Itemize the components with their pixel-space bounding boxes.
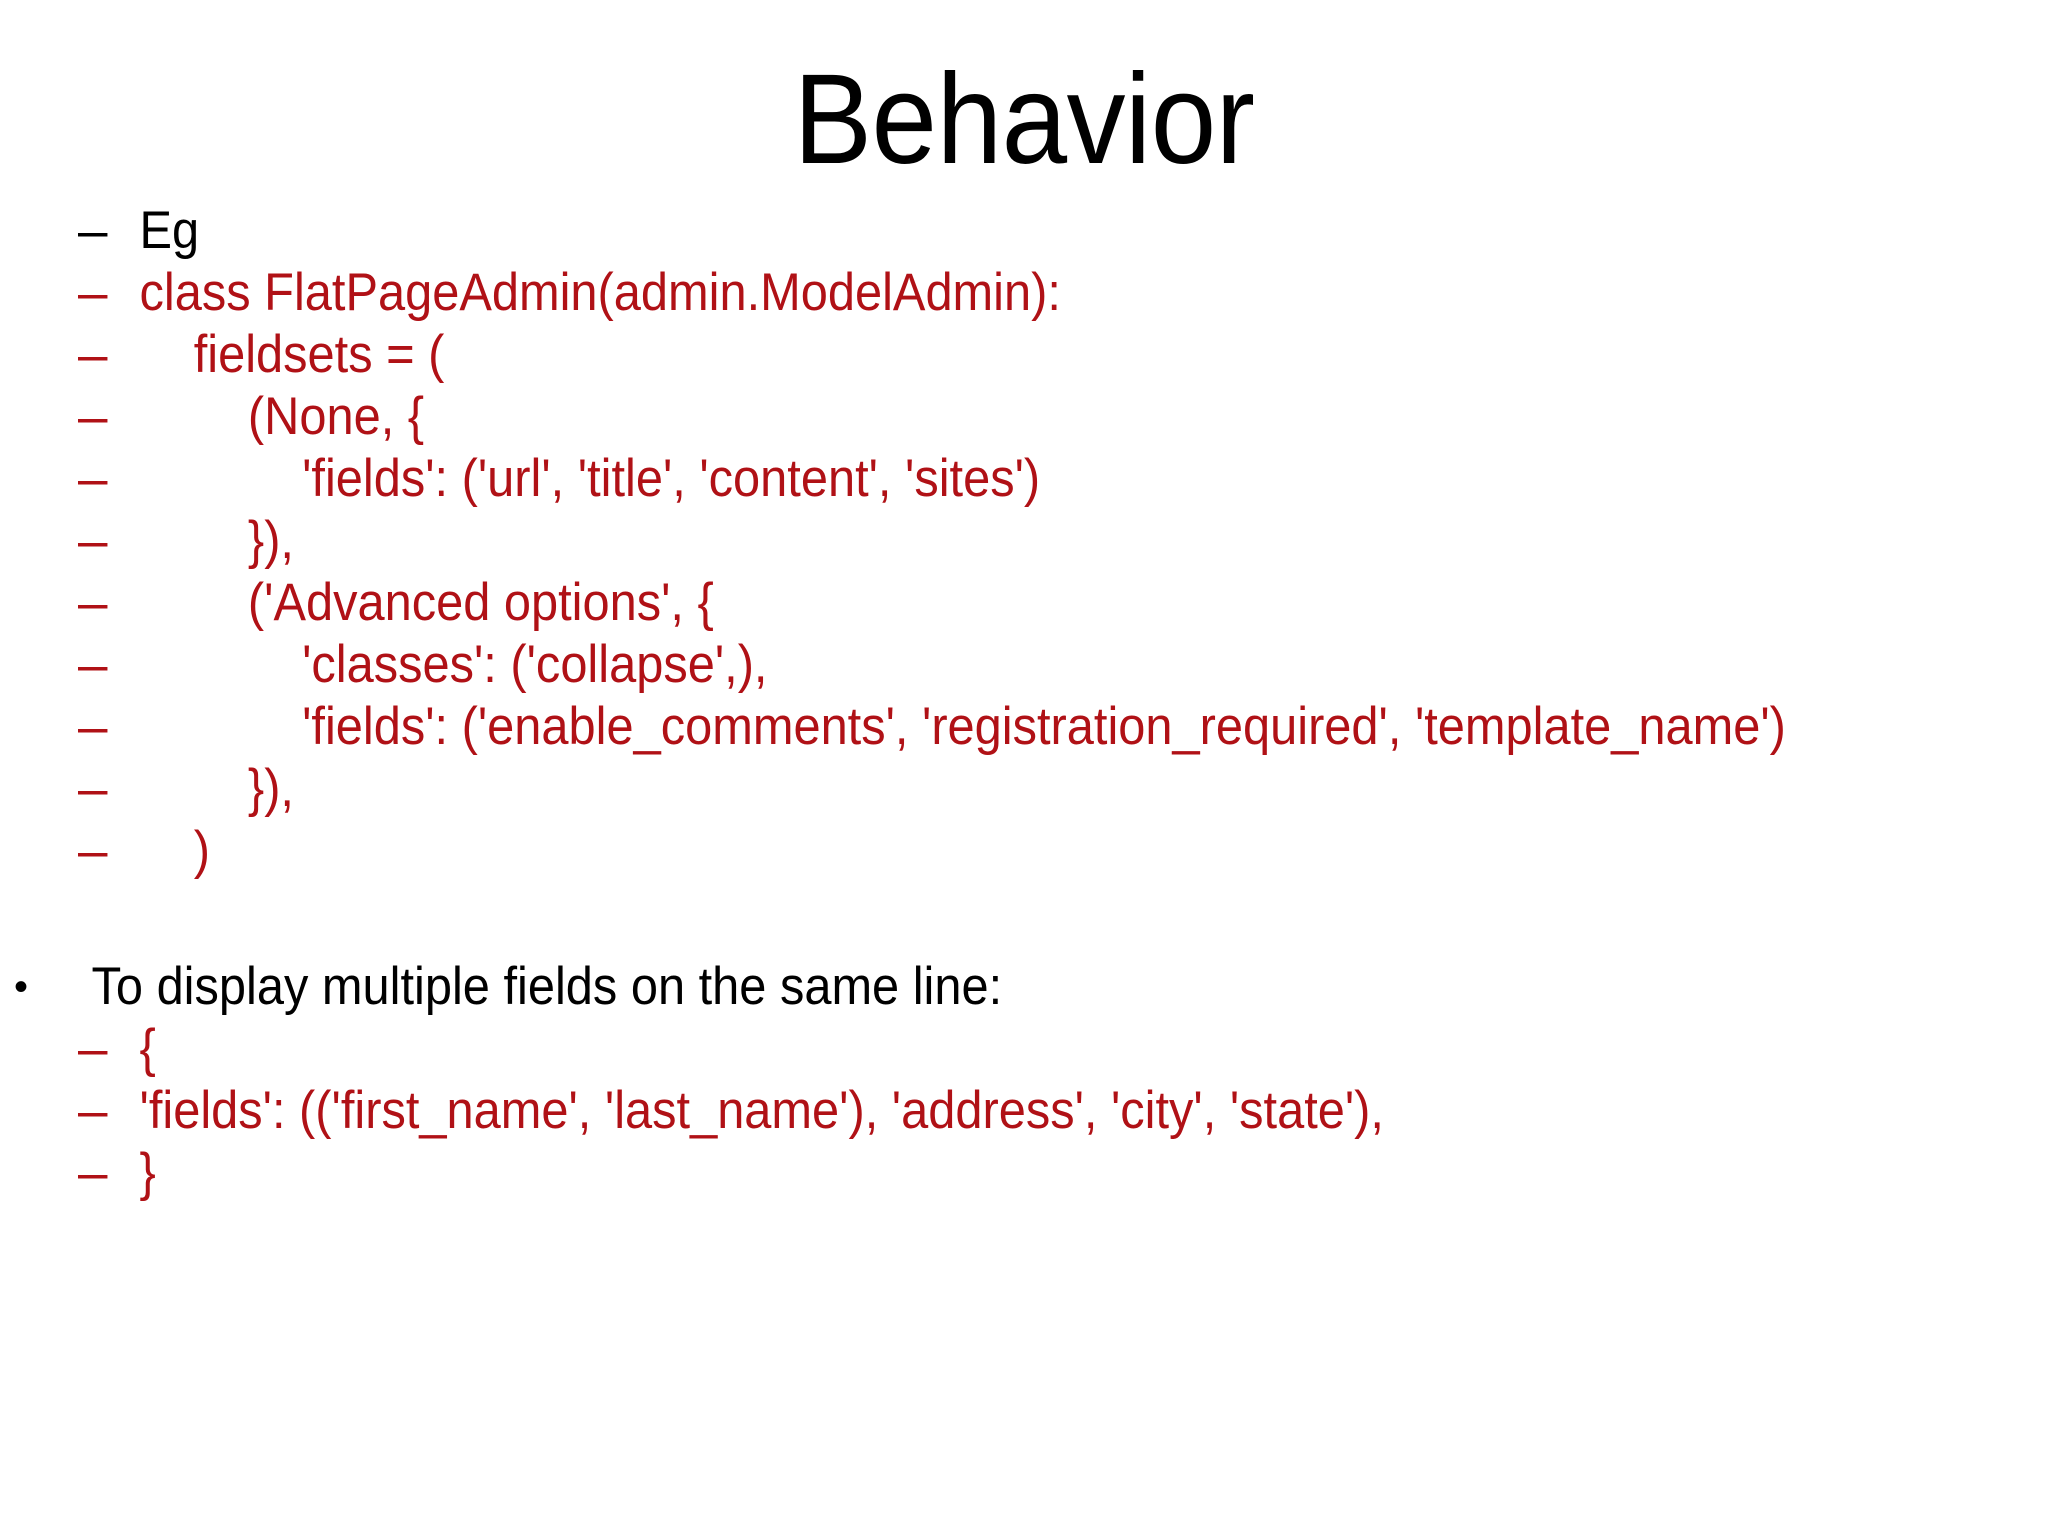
- list-item: – 'fields': (('first_name', 'last_name')…: [78, 1080, 1978, 1142]
- list-item: – }: [78, 1142, 1978, 1204]
- code-line: 'fields': ('enable_comments', 'registrat…: [139, 697, 1786, 756]
- code-line: 'fields': (('first_name', 'last_name'), …: [139, 1081, 1384, 1140]
- dash-marker-icon: –: [78, 449, 108, 508]
- list-item: – 'fields': ('enable_comments', 'registr…: [78, 696, 1978, 758]
- dash-marker-icon: –: [78, 635, 108, 694]
- eg-code-block: – Eg – class FlatPageAdmin(admin.ModelAd…: [78, 200, 1978, 882]
- list-item: – class FlatPageAdmin(admin.ModelAdmin):: [78, 262, 1978, 324]
- code-line: fieldsets = (: [139, 325, 445, 384]
- list-item-label: To display multiple fields on the same l…: [91, 957, 1003, 1016]
- code-line: (None, {: [139, 387, 425, 446]
- list-item: – 'fields': ('url', 'title', 'content', …: [78, 448, 1978, 510]
- list-item: – ): [78, 820, 1978, 882]
- list-item-label: Eg: [139, 201, 200, 260]
- code-line: }: [139, 1143, 156, 1202]
- list-item: – Eg: [78, 200, 1978, 262]
- list-item: – fieldsets = (: [78, 324, 1978, 386]
- code-line: ): [139, 821, 210, 880]
- dash-marker-icon: –: [78, 821, 108, 880]
- dash-marker-icon: –: [78, 1081, 108, 1140]
- list-item: • To display multiple fields on the same…: [14, 956, 1978, 1018]
- dash-marker-icon: –: [78, 263, 108, 322]
- dash-marker-icon: –: [78, 511, 108, 570]
- page-title: Behavior: [793, 48, 1255, 191]
- list-item: – 'classes': ('collapse',),: [78, 634, 1978, 696]
- code-line: 'fields': ('url', 'title', 'content', 's…: [139, 449, 1041, 508]
- dash-marker-icon: –: [78, 697, 108, 756]
- bullet-marker-icon: •: [14, 965, 29, 1009]
- code-line: }),: [139, 511, 294, 570]
- block-spacer: [78, 882, 1978, 956]
- code-line: ('Advanced options', {: [139, 573, 714, 632]
- list-item: – (None, {: [78, 386, 1978, 448]
- list-item: – ('Advanced options', {: [78, 572, 1978, 634]
- slide-body: – Eg – class FlatPageAdmin(admin.ModelAd…: [14, 200, 1978, 1204]
- dash-marker-icon: –: [78, 1143, 108, 1202]
- dash-marker-icon: –: [78, 201, 108, 260]
- dash-marker-icon: –: [78, 325, 108, 384]
- code-line: 'classes': ('collapse',),: [139, 635, 768, 694]
- code-line: class FlatPageAdmin(admin.ModelAdmin):: [139, 263, 1061, 322]
- code-line: {: [139, 1019, 156, 1078]
- dash-marker-icon: –: [78, 1019, 108, 1078]
- list-item: – }),: [78, 510, 1978, 572]
- dash-marker-icon: –: [78, 759, 108, 818]
- list-item: – {: [78, 1018, 1978, 1080]
- list-item: – }),: [78, 758, 1978, 820]
- multi-field-block: • To display multiple fields on the same…: [14, 956, 1978, 1204]
- dash-marker-icon: –: [78, 573, 108, 632]
- dash-marker-icon: –: [78, 387, 108, 446]
- code-line: }),: [139, 759, 294, 818]
